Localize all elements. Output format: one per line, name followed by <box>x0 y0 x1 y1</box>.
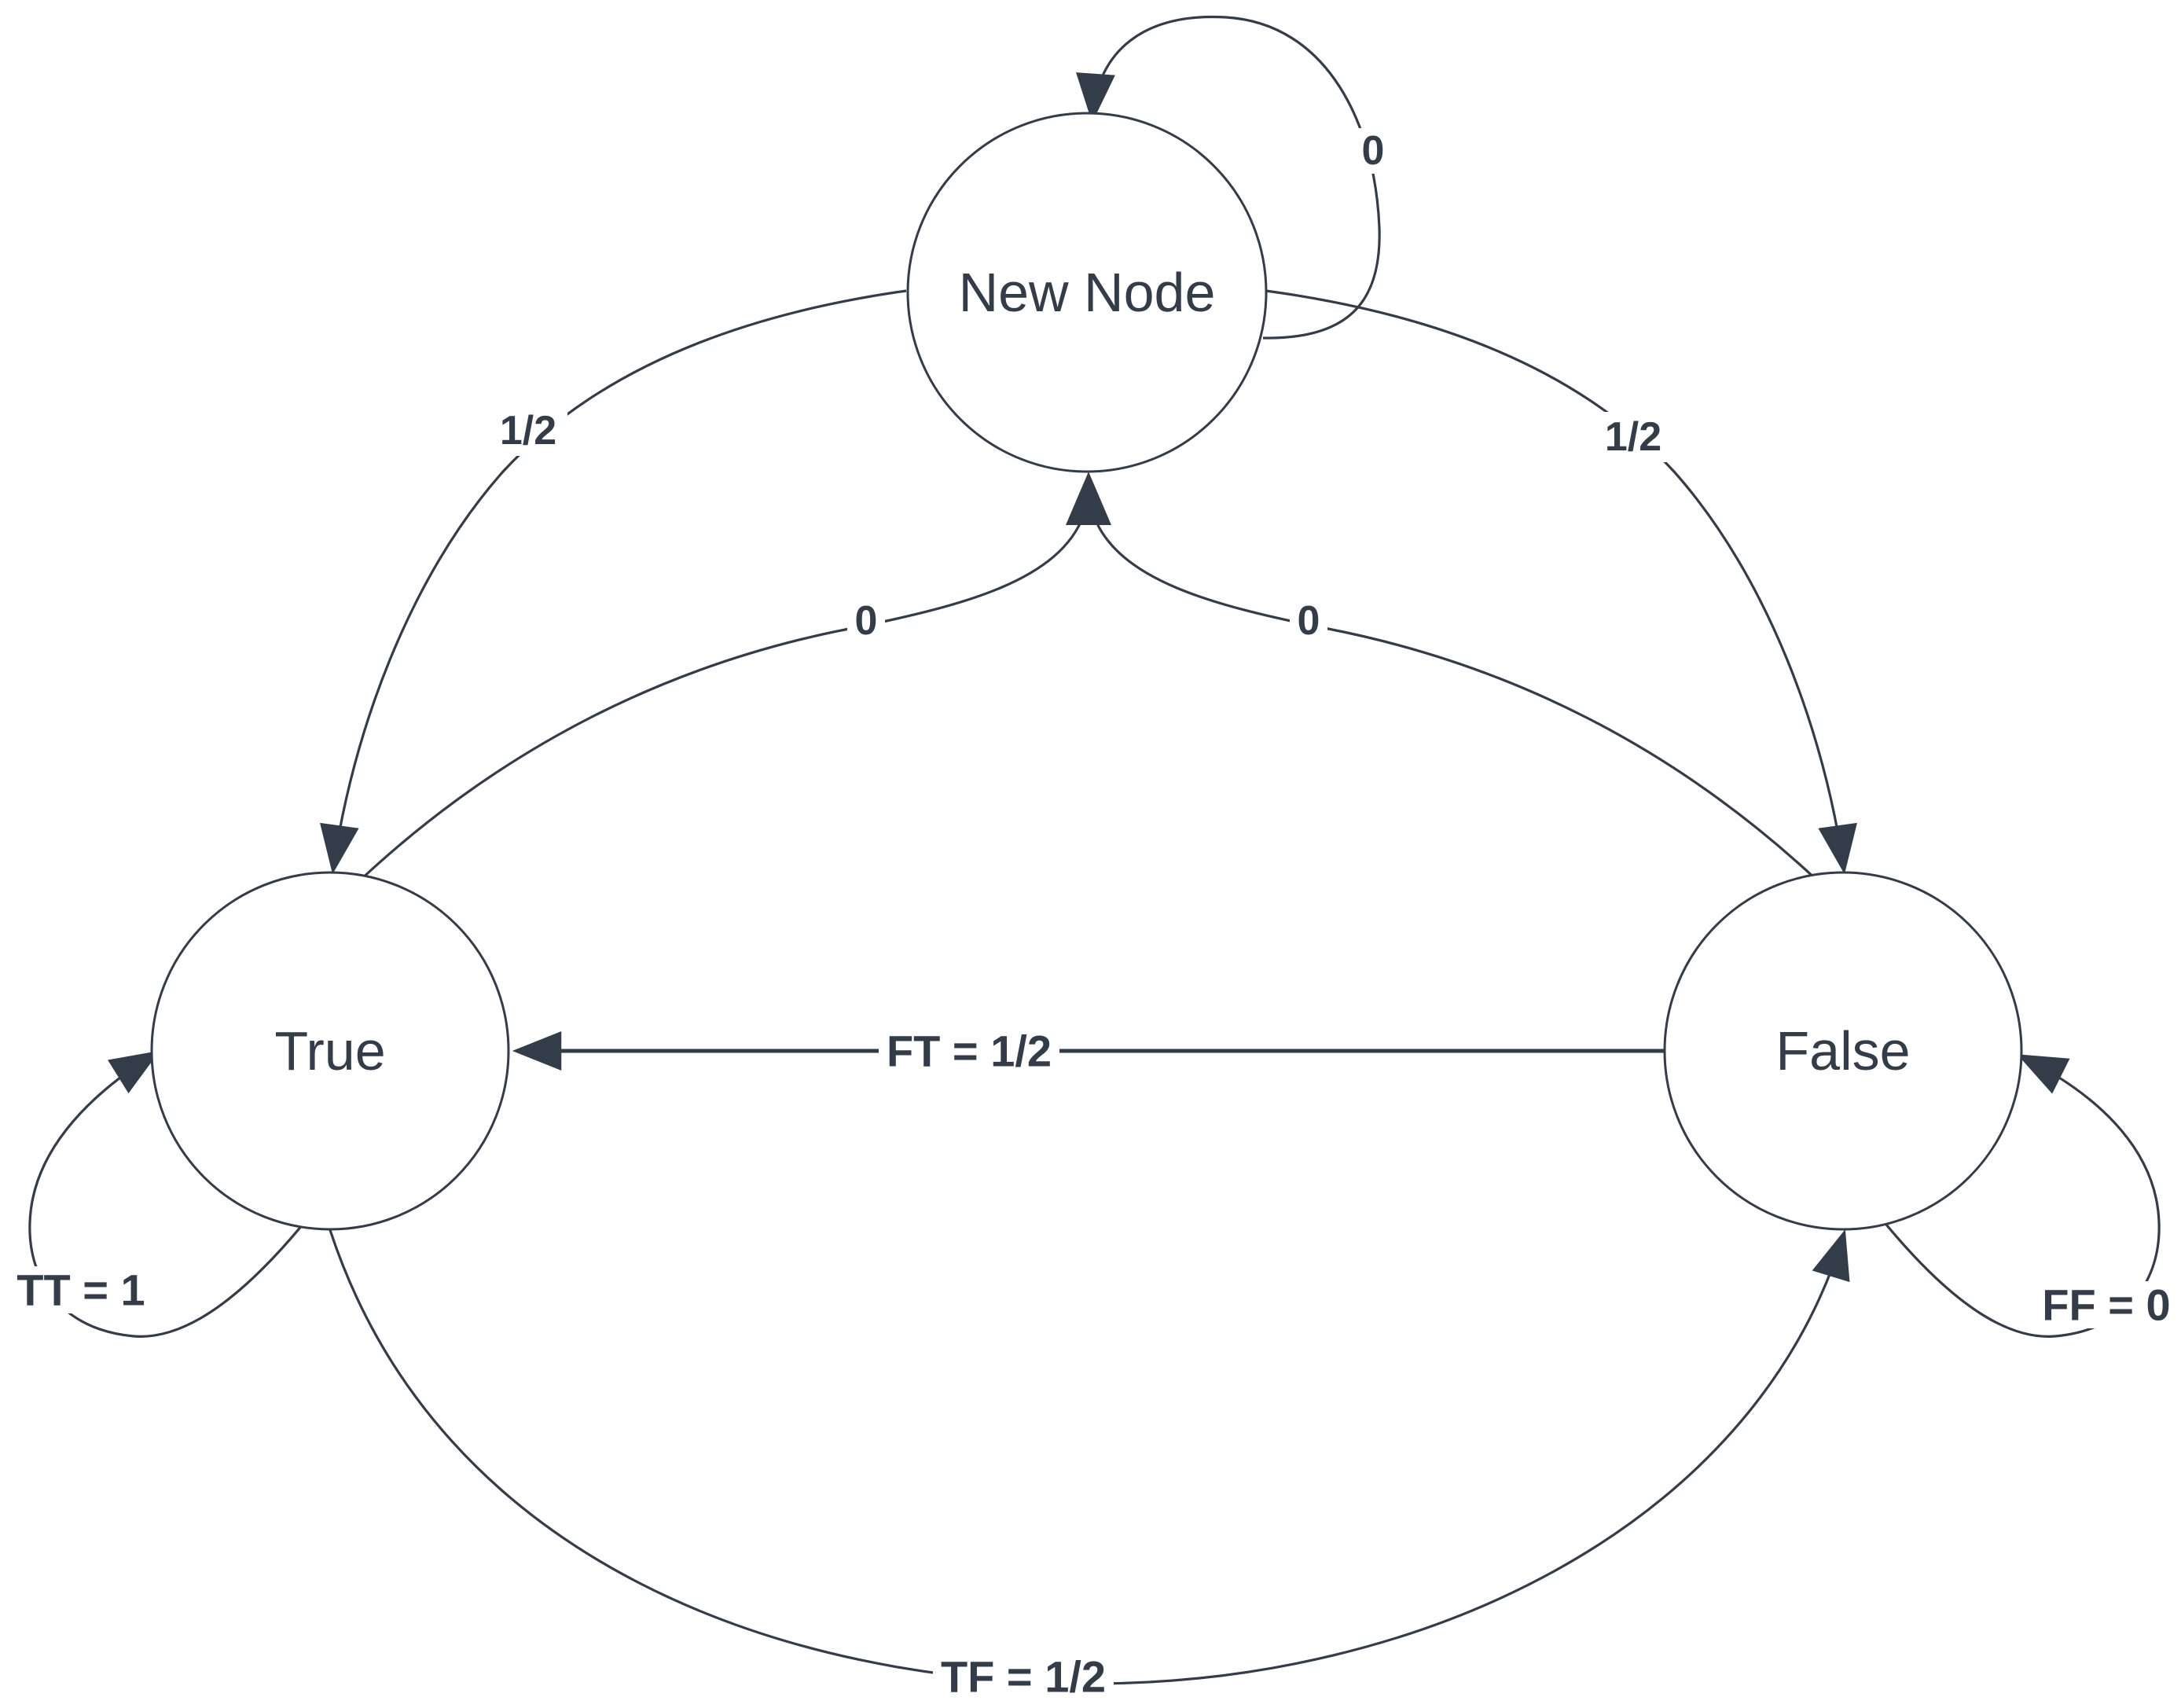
edge-label-new-node-to-true-text: 1/2 <box>500 408 556 454</box>
edge-true-to-false <box>329 1229 1850 1685</box>
node-false[interactable]: False <box>1663 871 2023 1231</box>
edge-true-to-new-node <box>358 514 1085 882</box>
edge-false-to-new-node <box>1092 514 1819 882</box>
nodes: New Node True False <box>150 112 2023 1231</box>
edge-label-false-to-new-node-text: 0 <box>1298 598 1320 644</box>
edge-label-false-to-new-node: 0 <box>1290 598 1327 644</box>
edge-label-true-to-false-text: TF = 1/2 <box>941 1652 1106 1702</box>
edge-label-true-to-new-node-text: 0 <box>855 598 878 644</box>
node-new-node-circle[interactable] <box>906 112 1268 473</box>
edge-label-false-to-true-text: FT = 1/2 <box>887 1027 1052 1076</box>
node-false-label: False <box>1775 1020 1910 1082</box>
edge-label-new-node-self: 0 <box>1354 128 1392 174</box>
node-true-label: True <box>274 1020 385 1082</box>
node-true[interactable]: True <box>150 871 510 1231</box>
edge-label-false-to-true: FT = 1/2 <box>879 1027 1059 1076</box>
arrowhead-into-new-node-bottom <box>1066 472 1111 525</box>
node-new-node-label: New Node <box>959 262 1216 323</box>
edge-label-new-node-to-false-text: 1/2 <box>1605 414 1661 460</box>
node-new-node[interactable]: New Node <box>906 112 1268 473</box>
edge-label-new-node-to-true: 1/2 <box>489 406 567 456</box>
edge-label-true-to-new-node: 0 <box>847 598 885 644</box>
node-true-circle[interactable] <box>150 871 510 1231</box>
edge-label-new-node-to-false: 1/2 <box>1594 412 1672 462</box>
edge-label-true-self-text: TT = 1 <box>17 1265 145 1315</box>
edge-label-new-node-self-text: 0 <box>1362 128 1385 174</box>
node-false-circle[interactable] <box>1663 871 2023 1231</box>
edge-new-node-to-true <box>320 289 907 875</box>
edge-label-true-self: TT = 1 <box>6 1265 156 1315</box>
edge-new-node-to-false <box>1265 289 1857 875</box>
edge-label-true-to-false: TF = 1/2 <box>933 1652 1114 1702</box>
edge-label-false-self-text: FF = 0 <box>2042 1280 2170 1330</box>
edge-new-node-self-loop <box>1076 15 1381 340</box>
edge-label-false-self: FF = 0 <box>2032 1280 2181 1330</box>
edge-labels: 0 1/2 1/2 0 0 FT = 1/2 <box>6 128 2181 1702</box>
edges <box>28 15 2161 1685</box>
